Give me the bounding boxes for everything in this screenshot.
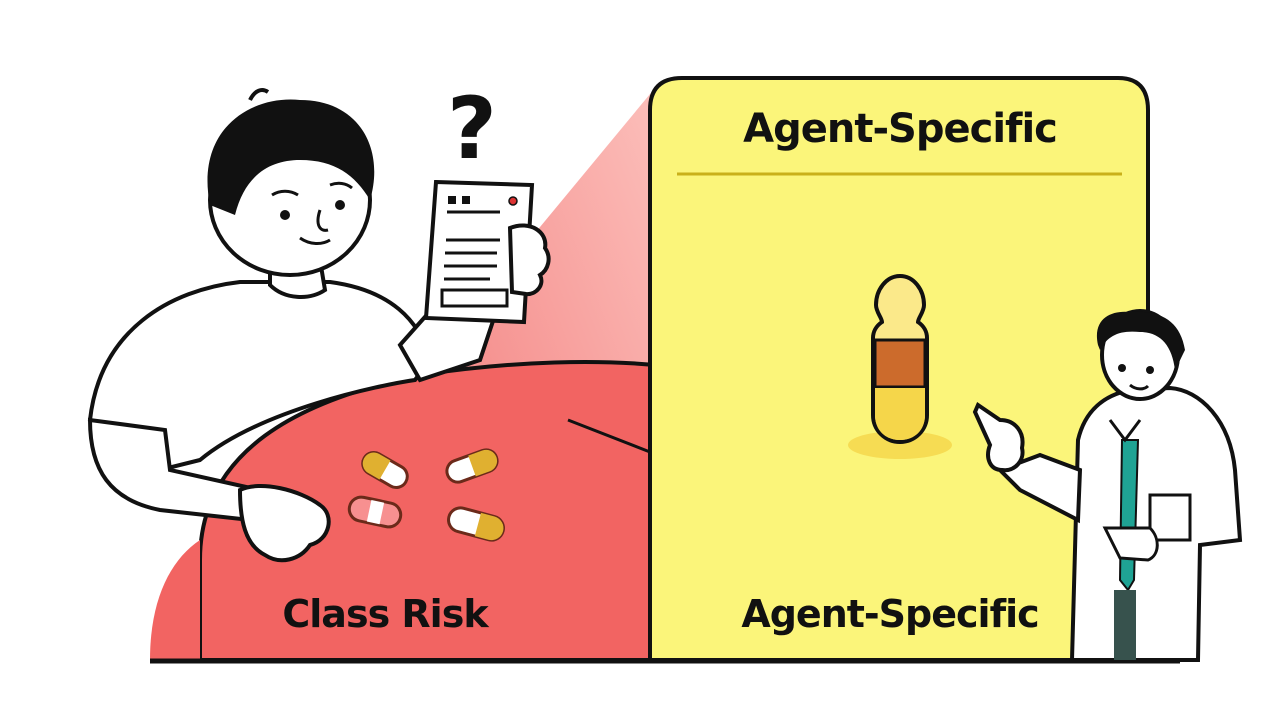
patient-torso: [87, 280, 433, 473]
patient-hair: [207, 99, 375, 215]
question-mark-icon: ?: [447, 79, 497, 179]
agent-specific-label: Agent-Specific: [741, 592, 1039, 636]
doctor-figure: [972, 309, 1243, 662]
patient-hand: [237, 483, 331, 563]
pill-capsules-icon: [347, 448, 505, 542]
agent-capsule-icon: [848, 273, 952, 459]
panel-header-title: Agent-Specific: [743, 106, 1058, 152]
class-risk-label: Class Risk: [282, 592, 488, 636]
prescription-paper-icon: [423, 179, 535, 325]
